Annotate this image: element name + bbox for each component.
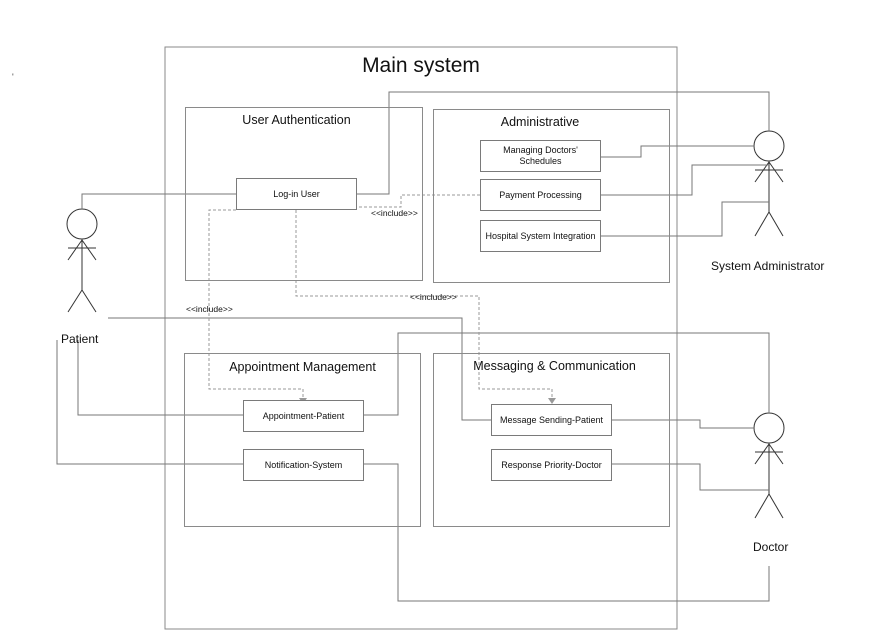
use-case-response-priority-doctor[interactable]: Response Priority-Doctor: [491, 449, 612, 481]
system-boundary: [164, 46, 678, 630]
package-messaging-communication: [433, 353, 670, 527]
use-case-notification-system-label: Notification-System: [264, 459, 343, 470]
include-lines: [208, 194, 553, 404]
package-user-authentication: [185, 107, 423, 281]
use-case-managing-schedules[interactable]: Managing Doctors' Schedules: [480, 140, 601, 172]
include-label-login-appointment: <<include>>: [186, 304, 233, 314]
use-case-payment-processing-label: Payment Processing: [499, 189, 582, 200]
patient-actor-figure: [66, 208, 98, 313]
actor-label-patient: Patient: [61, 332, 99, 346]
use-case-managing-schedules-label: Managing Doctors' Schedules: [503, 145, 578, 166]
use-case-response-priority-doctor-label: Response Priority-Doctor: [501, 459, 602, 470]
package-appointment-management: [184, 353, 421, 527]
package-appointment-management-title: Appointment Management: [229, 360, 376, 374]
use-case-hospital-integration[interactable]: Hospital System Integration: [480, 220, 601, 252]
use-case-payment-processing[interactable]: Payment Processing: [480, 179, 601, 211]
include-label-login-message: <<include>>: [410, 292, 457, 302]
use-case-login-user[interactable]: Log-in User: [236, 178, 357, 210]
use-case-appointment-patient[interactable]: Appointment-Patient: [243, 400, 364, 432]
package-administrative: [433, 109, 670, 283]
package-messaging-communication-title: Messaging & Communication: [473, 359, 636, 373]
use-case-message-sending-patient-label: Message Sending-Patient: [499, 414, 604, 425]
actor-label-doctor: Doctor: [753, 540, 789, 554]
actor-label-system-administrator: System Administrator: [711, 259, 825, 273]
system-title: Main system: [362, 54, 480, 77]
doctor-actor-figure: [753, 412, 785, 519]
use-case-appointment-patient-label: Appointment-Patient: [262, 410, 345, 421]
use-case-notification-system[interactable]: Notification-System: [243, 449, 364, 481]
use-case-login-user-label: Log-in User: [273, 188, 320, 199]
association-lines: [56, 91, 770, 602]
include-label-payment-login: <<include>>: [371, 208, 418, 218]
use-case-hospital-integration-label: Hospital System Integration: [485, 230, 596, 241]
package-administrative-title: Administrative: [500, 115, 580, 129]
stray-mark: ': [12, 72, 14, 82]
sysadmin-actor-figure: [753, 130, 785, 237]
use-case-message-sending-patient[interactable]: Message Sending-Patient: [491, 404, 612, 436]
package-user-authentication-title: User Authentication: [242, 113, 351, 127]
